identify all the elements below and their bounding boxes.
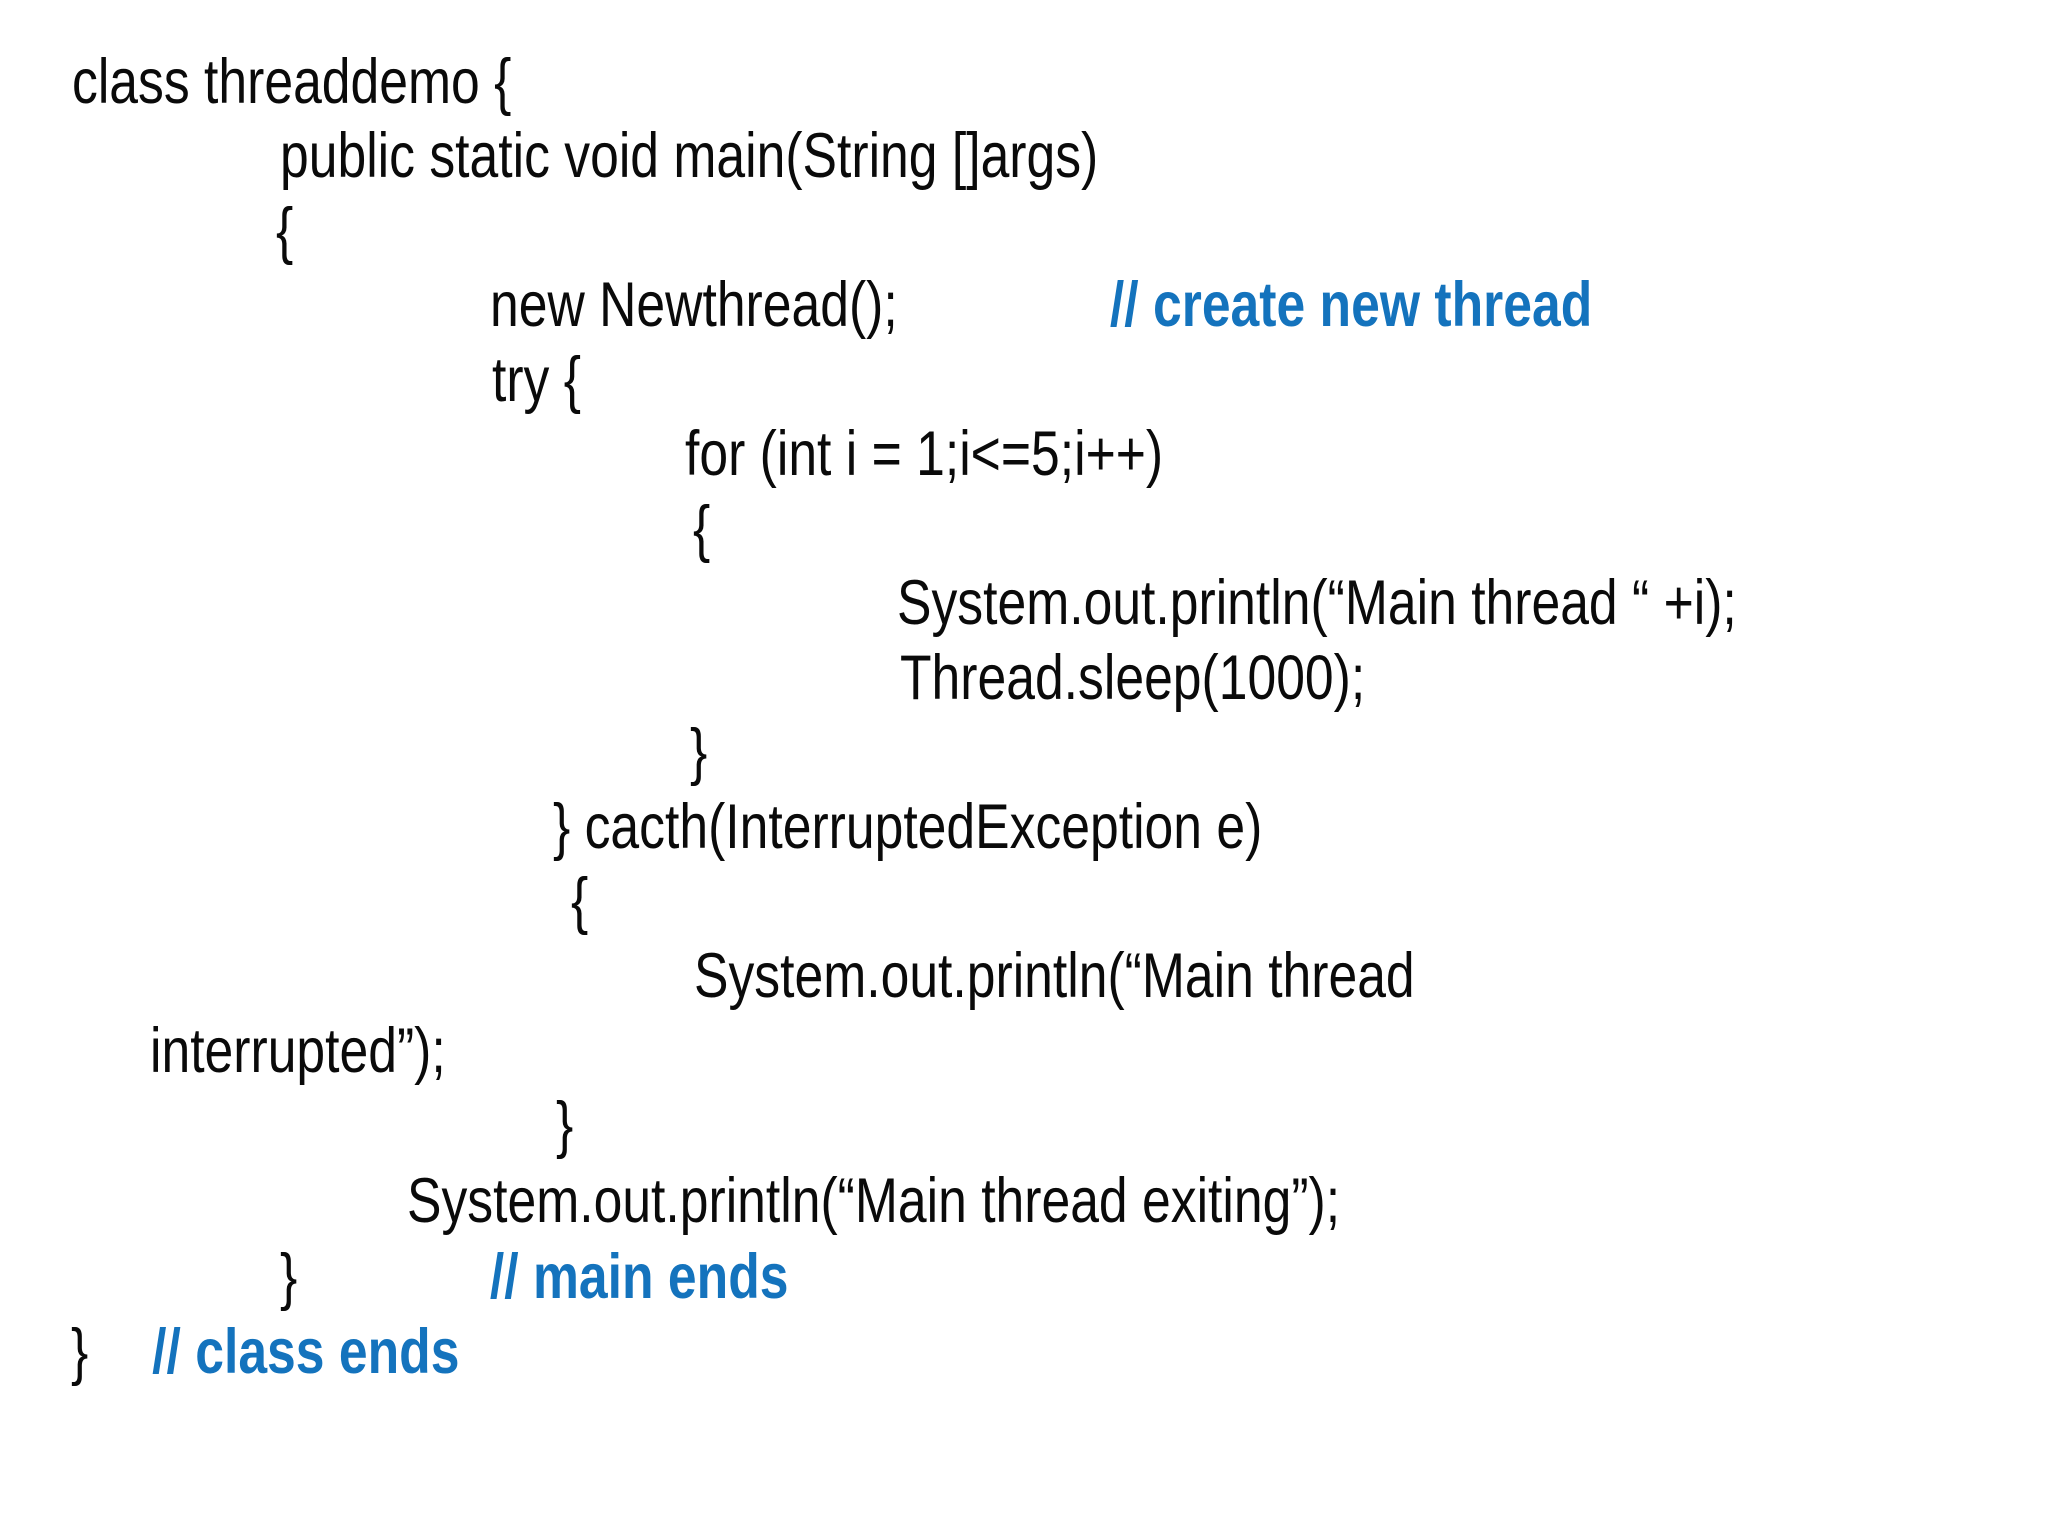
code-line-8: System.out.println(“Main thread “ +i); xyxy=(897,566,1737,640)
code-line-3: { xyxy=(276,194,293,268)
code-text: interrupted”); xyxy=(150,1016,446,1086)
code-text: public static void main(String []args) xyxy=(280,121,1099,191)
code-line-9: Thread.sleep(1000); xyxy=(900,641,1365,715)
code-text: System.out.println(“Main thread exiting”… xyxy=(407,1166,1341,1236)
code-text: } xyxy=(690,717,708,787)
code-text: } xyxy=(71,1317,89,1387)
comment-class-ends: // class ends xyxy=(152,1317,460,1387)
code-line-17: } // main ends xyxy=(280,1240,788,1314)
code-line-14: interrupted”); xyxy=(150,1014,446,1088)
code-line-15: } xyxy=(556,1088,573,1162)
code-line-7: { xyxy=(693,492,710,566)
code-line-11: } cacth(InterruptedException e) xyxy=(553,790,1262,864)
code-text: try { xyxy=(492,345,581,415)
code-text: { xyxy=(693,494,711,564)
code-line-5: try { xyxy=(492,343,581,417)
code-text: for (int i = 1;i<=5;i++) xyxy=(685,419,1164,489)
code-line-2: public static void main(String []args) xyxy=(280,119,1098,193)
code-line-10: } xyxy=(690,715,707,789)
code-text: { xyxy=(276,196,294,266)
code-line-4: new Newthread(); // create new thread xyxy=(490,268,1592,342)
code-text: System.out.println(“Main thread xyxy=(694,941,1415,1011)
code-line-12: { xyxy=(571,864,588,938)
code-line-13: System.out.println(“Main thread xyxy=(694,939,1415,1013)
code-line-6: for (int i = 1;i<=5;i++) xyxy=(685,417,1163,491)
code-text: } xyxy=(280,1242,298,1312)
comment-main-ends: // main ends xyxy=(489,1242,789,1312)
code-text: class threaddemo { xyxy=(72,47,512,117)
code-text: } xyxy=(556,1090,574,1160)
code-text: Thread.sleep(1000); xyxy=(900,643,1366,713)
code-line-18: } // class ends xyxy=(71,1315,459,1389)
code-text: new Newthread(); xyxy=(490,270,898,340)
code-text: } cacth(InterruptedException e) xyxy=(553,792,1263,862)
comment-create-new-thread: // create new thread xyxy=(1109,270,1593,340)
code-text: { xyxy=(571,866,589,936)
code-line-16: System.out.println(“Main thread exiting”… xyxy=(407,1164,1340,1238)
code-line-1: class threaddemo { xyxy=(72,45,511,119)
code-text: System.out.println(“Main thread “ +i); xyxy=(897,568,1737,638)
